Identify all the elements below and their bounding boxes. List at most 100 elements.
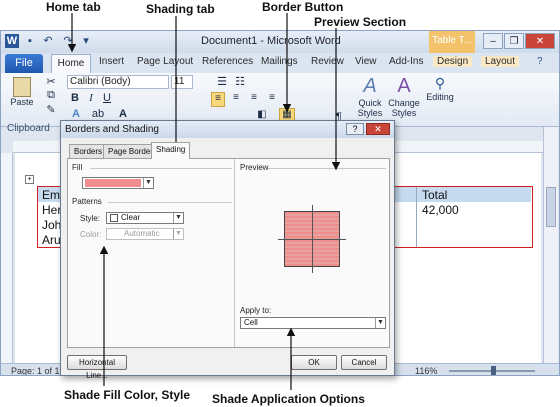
clipboard-group-label: Clipboard bbox=[7, 123, 50, 134]
patterns-label: Patterns bbox=[72, 197, 102, 206]
style-label: Style: bbox=[80, 214, 101, 223]
column-divider bbox=[416, 187, 417, 247]
tab-design[interactable]: Design bbox=[433, 56, 473, 67]
text-effects-icon[interactable]: A bbox=[72, 108, 80, 120]
undo-icon[interactable]: ↶ bbox=[43, 35, 53, 47]
align-center-icon[interactable]: ≡ bbox=[233, 92, 239, 103]
vertical-scrollbar[interactable] bbox=[543, 127, 558, 363]
help-icon[interactable]: ? bbox=[537, 56, 543, 67]
title-bar: W ▪ ↶ ↷ ▾ Document1 - Microsoft Word Tab… bbox=[1, 31, 559, 53]
table-cell: Aru bbox=[42, 233, 61, 247]
preview-cross-line bbox=[278, 239, 346, 240]
editing-button[interactable]: ⚲ Editing bbox=[425, 75, 455, 102]
italic-icon[interactable]: I bbox=[89, 92, 93, 104]
bullets-icon[interactable]: ☰ bbox=[217, 76, 227, 88]
underline-icon[interactable]: U bbox=[103, 92, 111, 104]
table-move-handle-icon[interactable]: + bbox=[25, 175, 34, 184]
font-name-box[interactable]: Calibri (Body) bbox=[67, 75, 169, 89]
tab-page-border[interactable]: Page Border bbox=[103, 144, 158, 158]
tab-view[interactable]: View bbox=[355, 56, 377, 67]
tab-insert[interactable]: Insert bbox=[99, 56, 125, 67]
close-button[interactable]: ✕ bbox=[525, 33, 555, 49]
tab-shading[interactable]: Shading bbox=[151, 142, 191, 159]
zoom-level[interactable]: 116% bbox=[415, 366, 438, 376]
preview-divider bbox=[268, 168, 386, 169]
change-styles-icon: A bbox=[397, 75, 411, 97]
pattern-color-value: Automatic bbox=[124, 229, 160, 238]
format-painter-icon[interactable]: ✎ bbox=[46, 104, 56, 116]
color-label: Color: bbox=[80, 230, 102, 239]
chevron-down-icon: ▼ bbox=[375, 318, 385, 328]
editing-label: Editing bbox=[426, 92, 454, 102]
copy-icon[interactable]: ⧉ bbox=[47, 89, 55, 101]
fill-color-swatch bbox=[85, 179, 141, 187]
callout-shading-tab: Shading tab bbox=[146, 2, 215, 16]
word-logo-icon: W bbox=[5, 34, 19, 48]
ok-button[interactable]: OK bbox=[291, 355, 337, 370]
dialog-help-button[interactable]: ? bbox=[346, 123, 364, 135]
redo-icon[interactable]: ↷ bbox=[63, 35, 73, 47]
shading-tab-panel: Fill ▼ Patterns Style: Clear ▼ Color: Au… bbox=[67, 158, 390, 348]
apply-to-dropdown[interactable]: Cell ▼ bbox=[240, 317, 386, 329]
tab-references[interactable]: References bbox=[202, 56, 254, 67]
horizontal-line-button[interactable]: Horizontal Line... bbox=[67, 355, 127, 380]
quick-styles-button[interactable]: A Quick Styles bbox=[353, 75, 387, 118]
tab-review[interactable]: Review bbox=[311, 56, 344, 67]
cancel-button[interactable]: Cancel bbox=[341, 355, 387, 370]
change-styles-button[interactable]: A Change Styles bbox=[387, 75, 421, 118]
paste-icon bbox=[13, 77, 31, 97]
numbering-icon[interactable]: ☷ bbox=[235, 76, 245, 88]
cut-icon[interactable]: ✂ bbox=[46, 76, 56, 88]
justify-icon[interactable]: ≡ bbox=[269, 92, 275, 103]
fill-divider bbox=[90, 168, 232, 169]
restore-button[interactable]: ❐ bbox=[504, 33, 524, 49]
callout-border-button: Border Button bbox=[262, 0, 344, 14]
customize-qat-icon[interactable]: ▾ bbox=[83, 35, 89, 47]
page-count[interactable]: Page: 1 of 1 bbox=[11, 366, 60, 376]
callout-shade-fill: Shade Fill Color, Style bbox=[64, 388, 191, 402]
preview-label: Preview bbox=[240, 163, 269, 172]
fill-label: Fill bbox=[72, 163, 83, 172]
callout-home-tab: Home tab bbox=[46, 0, 101, 14]
quick-styles-label: Quick Styles bbox=[357, 98, 383, 118]
total-header-cell: Total bbox=[422, 188, 448, 202]
tab-addins[interactable]: Add-Ins bbox=[389, 56, 424, 67]
apply-to-label: Apply to: bbox=[240, 306, 272, 315]
style-value: Clear bbox=[121, 213, 141, 222]
shading-icon[interactable]: ◧ bbox=[257, 109, 267, 120]
font-size-box[interactable]: 11 bbox=[171, 75, 193, 89]
tab-layout[interactable]: Layout bbox=[481, 56, 520, 67]
callout-shade-apply: Shade Application Options bbox=[212, 392, 365, 406]
window-title: Document1 - Microsoft Word bbox=[201, 35, 341, 47]
align-right-icon[interactable]: ≡ bbox=[251, 92, 257, 103]
total-value-cell: 42,000 bbox=[422, 203, 459, 217]
zoom-slider-thumb[interactable] bbox=[491, 366, 496, 375]
pattern-color-dropdown[interactable]: Automatic ▼ bbox=[106, 228, 184, 240]
quick-styles-icon: A bbox=[363, 75, 377, 97]
tab-page-layout[interactable]: Page Layout bbox=[137, 56, 194, 67]
chevron-down-icon: ▼ bbox=[173, 213, 183, 223]
tab-borders[interactable]: Borders bbox=[69, 144, 108, 158]
paste-button[interactable]: Paste bbox=[7, 77, 37, 107]
style-dropdown[interactable]: Clear ▼ bbox=[106, 212, 184, 224]
tab-file[interactable]: File bbox=[5, 54, 43, 73]
callout-preview-section: Preview Section bbox=[314, 15, 407, 29]
scroll-thumb[interactable] bbox=[546, 187, 556, 227]
preview-area[interactable] bbox=[258, 189, 378, 301]
tab-mailings[interactable]: Mailings bbox=[261, 56, 298, 67]
bold-icon[interactable]: B bbox=[71, 92, 79, 104]
save-icon[interactable]: ▪ bbox=[28, 35, 32, 47]
tab-home[interactable]: Home bbox=[51, 54, 91, 74]
ribbon-tabs: File Home Insert Page Layout References … bbox=[1, 53, 559, 74]
dialog-close-button[interactable]: ✕ bbox=[366, 123, 390, 135]
fill-color-dropdown[interactable]: ▼ bbox=[82, 177, 154, 189]
show-paragraph-icon[interactable]: ¶ bbox=[336, 111, 342, 123]
paste-label: Paste bbox=[10, 97, 34, 107]
zoom-slider[interactable] bbox=[449, 366, 535, 375]
minimize-button[interactable]: – bbox=[483, 33, 503, 49]
apply-to-value: Cell bbox=[244, 318, 258, 327]
align-left-icon[interactable]: ≡ bbox=[211, 92, 225, 107]
section-divider bbox=[234, 159, 235, 347]
vertical-ruler[interactable] bbox=[1, 153, 13, 363]
binoculars-icon: ⚲ bbox=[434, 75, 446, 91]
